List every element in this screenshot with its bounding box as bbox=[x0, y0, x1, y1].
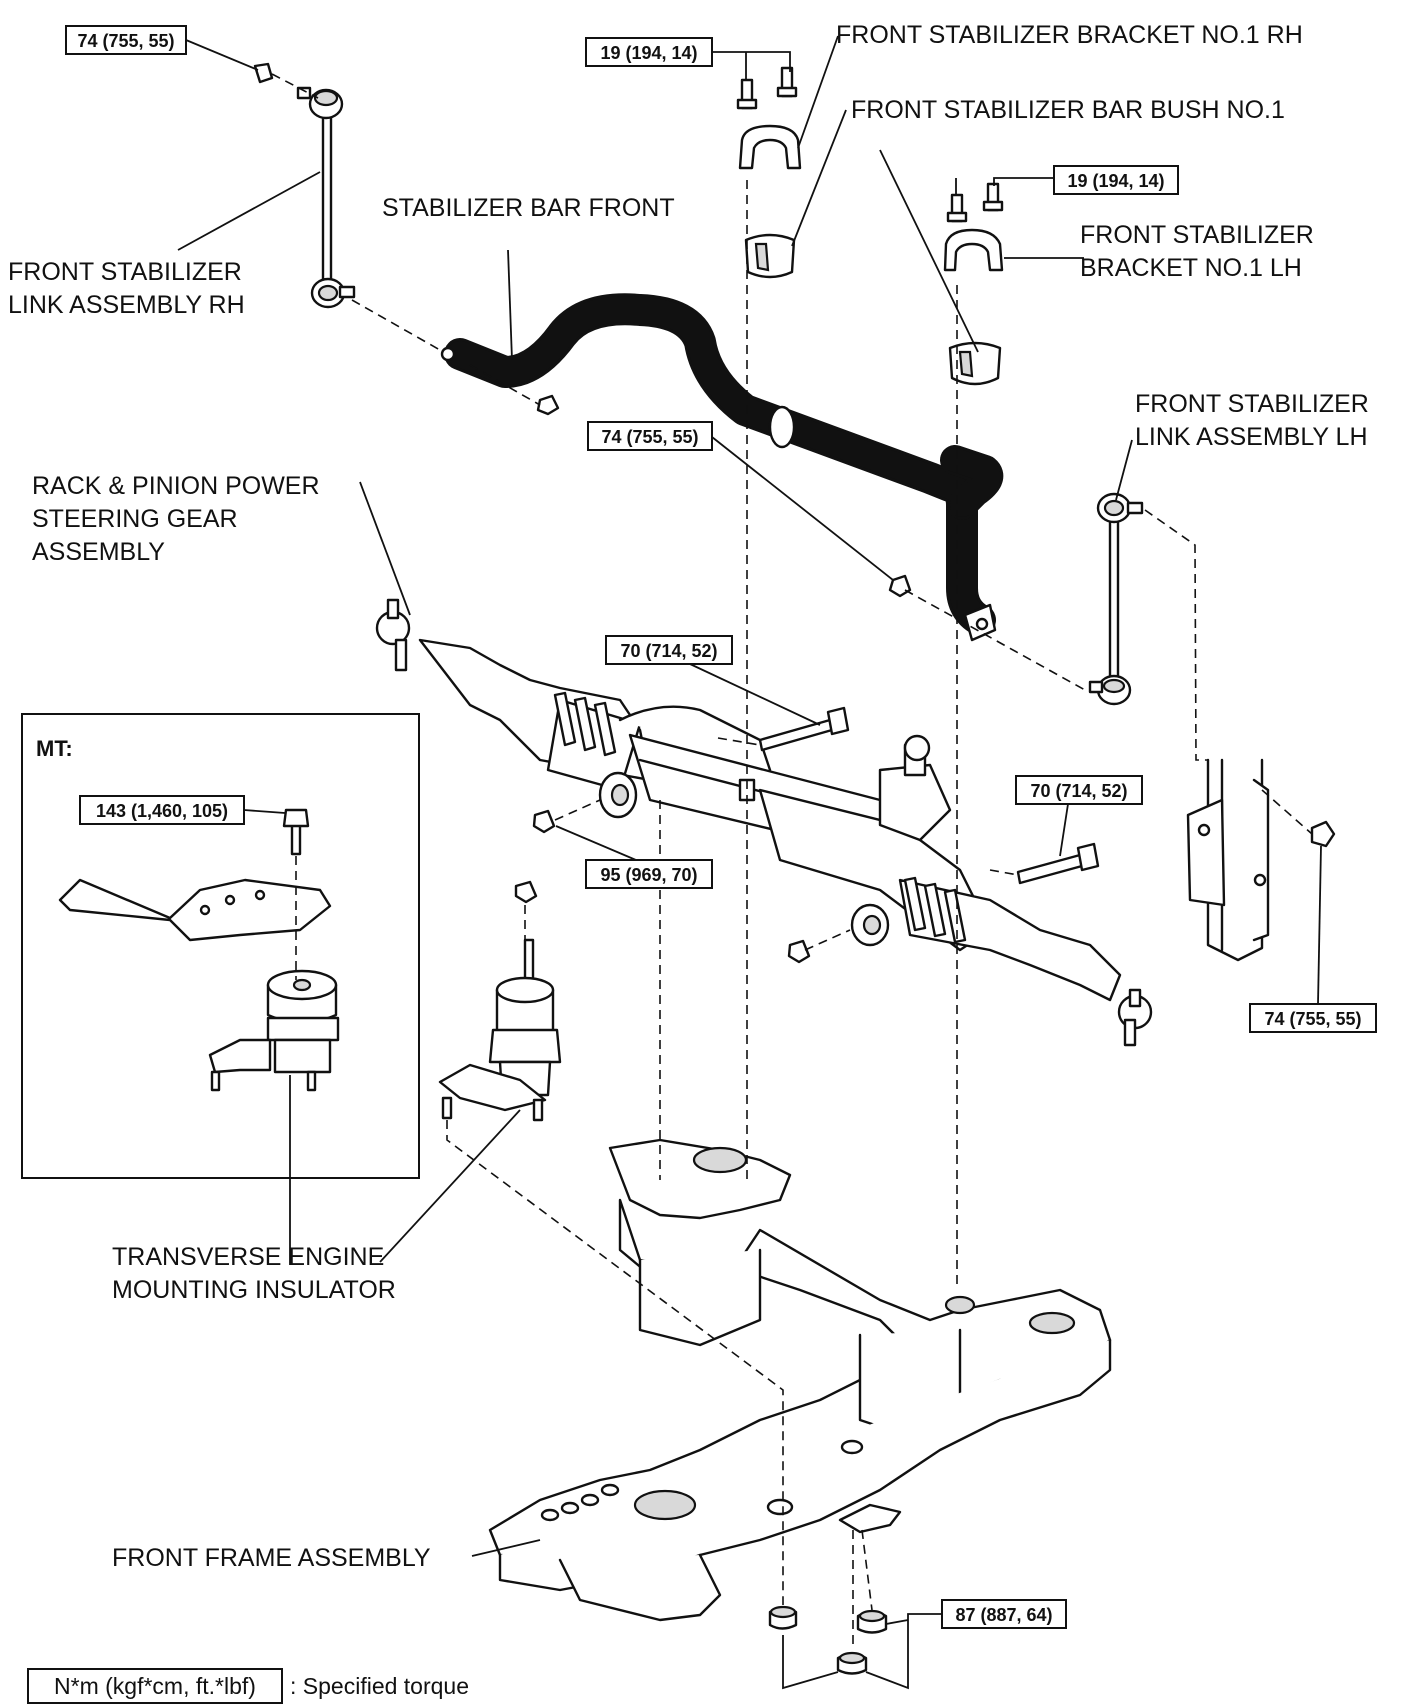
frame-nut-lower-right bbox=[836, 1651, 868, 1675]
engine-mounting-insulator bbox=[438, 880, 562, 1122]
svg-text:19 (194, 14): 19 (194, 14) bbox=[600, 43, 697, 63]
front-frame-assembly bbox=[488, 1138, 1112, 1622]
stabilizer-bar bbox=[440, 293, 1004, 642]
label-bar-bush: FRONT STABILIZER BAR BUSH NO.1 bbox=[851, 96, 1285, 124]
torque-frame-nuts: 87 (887, 64) bbox=[941, 1599, 1067, 1629]
bar-link-nut-rh bbox=[536, 394, 560, 416]
label-link-rh-1: FRONT STABILIZER bbox=[8, 258, 242, 286]
rack-bolt-upper bbox=[758, 706, 850, 752]
label-steering-3: ASSEMBLY bbox=[32, 538, 165, 566]
svg-text:70 (714, 52): 70 (714, 52) bbox=[620, 641, 717, 661]
label-insulator-1: TRANSVERSE ENGINE bbox=[112, 1243, 384, 1271]
label-link-lh-1: FRONT STABILIZER bbox=[1135, 390, 1369, 418]
label-insulator-2: MOUNTING INSULATOR bbox=[112, 1276, 396, 1304]
svg-text:19 (194, 14): 19 (194, 14) bbox=[1067, 171, 1164, 191]
bar-link-nut-lh bbox=[888, 574, 912, 598]
torque-rack-bolt-lower: 70 (714, 52) bbox=[1015, 775, 1143, 805]
mt-bracket bbox=[58, 878, 332, 942]
svg-text:87 (887, 64): 87 (887, 64) bbox=[955, 1605, 1052, 1625]
torque-callouts: 74 (755, 55) 19 (194, 14) 19 (194, 14) 7… bbox=[65, 25, 1377, 1629]
mt-bolt bbox=[282, 808, 310, 856]
svg-text:74 (755, 55): 74 (755, 55) bbox=[1264, 1009, 1361, 1029]
stabilizer-link-lh bbox=[1088, 492, 1144, 706]
label-bracket-rh: FRONT STABILIZER BRACKET NO.1 RH bbox=[836, 21, 1303, 49]
frame-nut-left bbox=[768, 1605, 798, 1630]
label-link-lh-2: LINK ASSEMBLY LH bbox=[1135, 423, 1368, 451]
rack-bolt-lower bbox=[1016, 842, 1100, 885]
svg-text:74 (755, 55): 74 (755, 55) bbox=[601, 427, 698, 447]
label-bracket-lh-2: BRACKET NO.1 LH bbox=[1080, 254, 1302, 282]
label-link-rh-2: LINK ASSEMBLY RH bbox=[8, 291, 245, 319]
label-stabilizer-bar: STABILIZER BAR FRONT bbox=[382, 194, 675, 222]
legend-text: : Specified torque bbox=[290, 1673, 469, 1699]
part-labels: FRONT STABILIZER BRACKET NO.1 RH FRONT S… bbox=[8, 21, 1369, 1572]
mt-inset: MT: bbox=[21, 713, 420, 1179]
rack-nut-left bbox=[532, 809, 556, 834]
steering-gear-assembly bbox=[375, 598, 1153, 1047]
torque-mt-bolt: 143 (1,460, 105) bbox=[79, 795, 245, 825]
leader-lines bbox=[177, 35, 1322, 1690]
bracket-lh bbox=[943, 182, 1004, 272]
torque-link-rh-lower: 74 (755, 55) bbox=[587, 421, 713, 451]
mt-title: MT: bbox=[36, 736, 73, 761]
svg-text:70 (714, 52): 70 (714, 52) bbox=[1030, 781, 1127, 801]
torque-bracket-lh: 19 (194, 14) bbox=[1053, 165, 1179, 195]
label-steering-2: STEERING GEAR bbox=[32, 505, 238, 533]
stabilizer-link-rh bbox=[253, 62, 356, 309]
torque-legend: N*m (kgf*cm, ft.*lbf) : Specified torque bbox=[27, 1668, 469, 1704]
bar-bush-rh bbox=[744, 233, 796, 279]
bar-bush-lh bbox=[948, 341, 1002, 386]
strut-assembly bbox=[1186, 758, 1336, 962]
bracket-rh bbox=[736, 66, 802, 170]
legend-unit: N*m (kgf*cm, ft.*lbf) bbox=[54, 1673, 256, 1699]
assembly-guide-lines bbox=[271, 73, 1313, 1650]
torque-rack-bolt-upper: 70 (714, 52) bbox=[605, 635, 733, 665]
label-frame: FRONT FRAME ASSEMBLY bbox=[112, 1544, 431, 1572]
label-steering-1: RACK & PINION POWER bbox=[32, 472, 320, 500]
torque-bracket-rh: 19 (194, 14) bbox=[585, 37, 713, 67]
torque-link-rh-upper: 74 (755, 55) bbox=[65, 25, 187, 55]
torque-rack-nut: 95 (969, 70) bbox=[585, 859, 713, 889]
svg-text:143 (1,460, 105): 143 (1,460, 105) bbox=[96, 801, 228, 821]
svg-text:95 (969, 70): 95 (969, 70) bbox=[600, 865, 697, 885]
rack-nut-right bbox=[787, 939, 811, 964]
mt-insulator bbox=[208, 969, 340, 1092]
torque-link-lh: 74 (755, 55) bbox=[1249, 1003, 1377, 1033]
label-bracket-lh-1: FRONT STABILIZER bbox=[1080, 221, 1314, 249]
svg-text:74 (755, 55): 74 (755, 55) bbox=[77, 31, 174, 51]
frame-nut-upper-right bbox=[856, 1609, 888, 1634]
